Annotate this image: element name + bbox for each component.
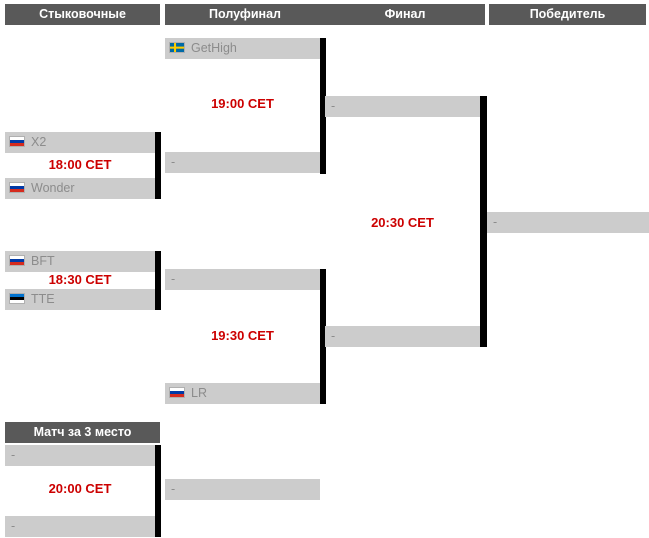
estonia-flag-icon (9, 293, 25, 305)
match-time-final: 20:30 CET (371, 215, 434, 230)
slot-label: Wonder (31, 181, 75, 196)
slot-qualifier-1-bottom[interactable]: Wonder (5, 178, 155, 199)
connector-qualifier-1 (155, 132, 161, 199)
connector-final (480, 96, 487, 347)
round-header-final: Финал (325, 4, 485, 25)
slot-semifinal-2-top[interactable]: - (165, 269, 320, 290)
match-time-semifinal-1: 19:00 CET (211, 96, 274, 111)
russia-flag-icon (9, 182, 25, 194)
match-time-third-place: 20:00 CET (48, 481, 112, 496)
match-time-semifinal-2: 19:30 CET (211, 328, 274, 343)
match-time-qualifier-2: 18:30 CET (48, 272, 112, 287)
slot-label: TTE (31, 292, 55, 307)
match-time-qualifier-1: 18:00 CET (48, 157, 112, 172)
slot-label: LR (191, 386, 207, 401)
slot-final-top[interactable]: - (325, 96, 480, 117)
round-header-semifinal: Полуфинал (165, 4, 325, 25)
slot-qualifier-2-top[interactable]: BFT (5, 251, 155, 272)
slot-label: GetHigh (191, 41, 237, 56)
connector-third-place (155, 445, 161, 537)
slot-qualifier-2-bottom[interactable]: TTE (5, 289, 155, 310)
slot-semifinal-2-bottom[interactable]: LR (165, 383, 320, 404)
russia-flag-icon (9, 255, 25, 267)
slot-third-place-result[interactable]: - (165, 479, 320, 500)
connector-semifinal-1 (320, 38, 326, 174)
slot-semifinal-1-bottom[interactable]: - (165, 152, 320, 173)
slot-third-place-top[interactable]: - (5, 445, 155, 466)
third-place-header: Матч за 3 место (5, 422, 160, 443)
slot-third-place-bottom[interactable]: - (5, 516, 155, 537)
sweden-flag-icon (169, 42, 185, 54)
connector-semifinal-2 (320, 269, 326, 404)
round-header-winner: Победитель (489, 4, 646, 25)
slot-label: X2 (31, 135, 47, 150)
slot-label: BFT (31, 254, 55, 269)
slot-semifinal-1-top[interactable]: GetHigh (165, 38, 320, 59)
russia-flag-icon (9, 136, 25, 148)
russia-flag-icon (169, 387, 185, 399)
round-header-qualifiers: Стыковочные (5, 4, 160, 25)
slot-winner[interactable]: - (487, 212, 649, 233)
slot-final-bottom[interactable]: - (325, 326, 480, 347)
connector-qualifier-2 (155, 251, 161, 310)
slot-qualifier-1-top[interactable]: X2 (5, 132, 155, 153)
